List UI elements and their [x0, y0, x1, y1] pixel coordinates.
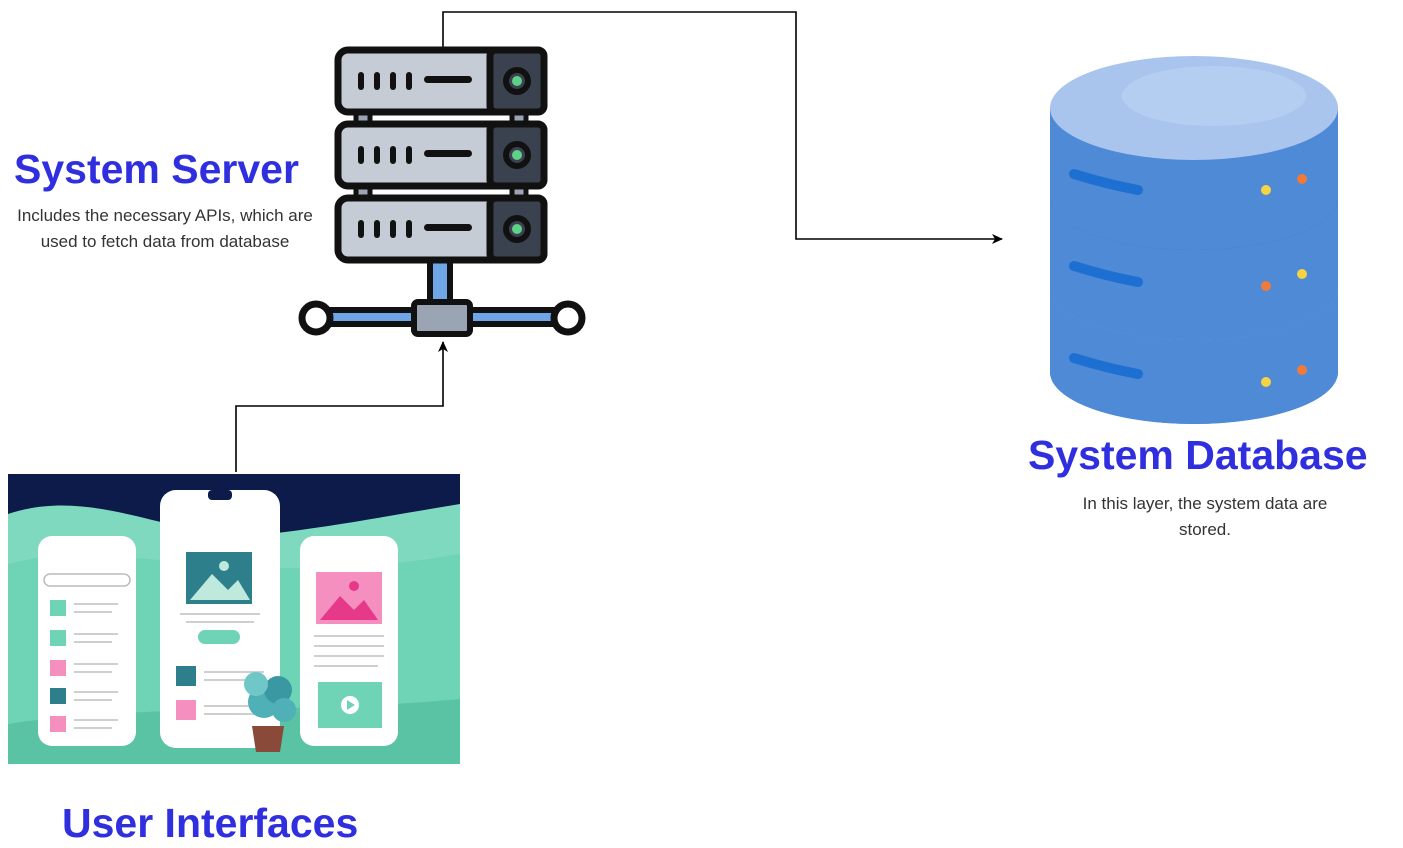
ui-title: User Interfaces: [62, 800, 359, 846]
edge-ui-to-server[interactable]: [235, 341, 448, 472]
left-phone-mockup: [38, 536, 136, 746]
edge-server-to-database[interactable]: [442, 11, 1003, 244]
database-cylinder-icon[interactable]: [1046, 52, 1342, 436]
database-description: In this layer, the system data are store…: [1082, 494, 1328, 539]
server-title: System Server: [14, 146, 299, 192]
right-phone-mockup: [300, 536, 398, 746]
database-title: System Database: [1028, 432, 1368, 478]
plant-decoration: [244, 672, 296, 752]
mobile-ui-illustration[interactable]: [8, 474, 460, 764]
server-rack-icon[interactable]: [296, 44, 592, 340]
server-description: Includes the necessary APIs, which are u…: [17, 206, 313, 251]
